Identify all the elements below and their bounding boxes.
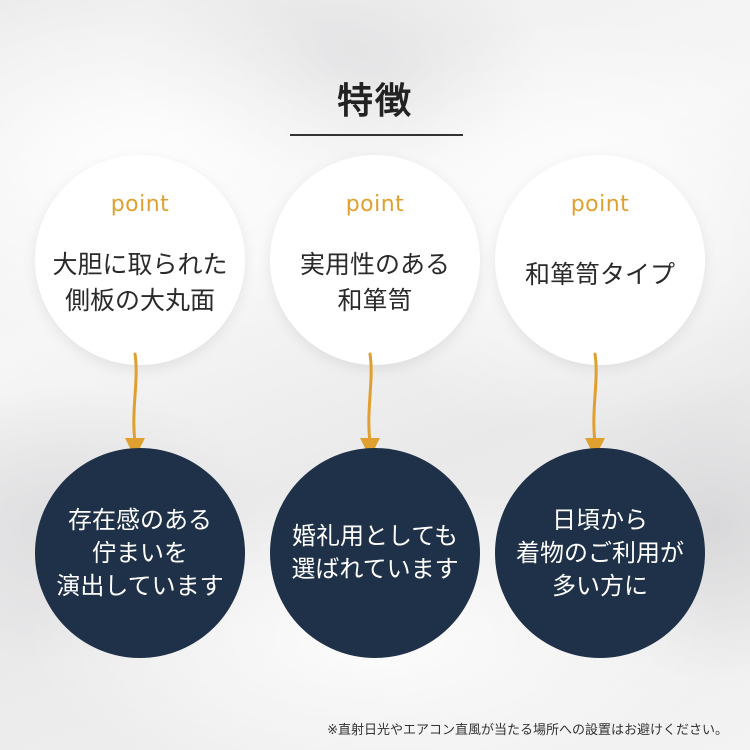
benefit-text: 存在感のある 佇まいを 演出しています (35, 504, 245, 603)
feature-line: 大胆に取られた (52, 250, 228, 279)
benefit-line: 着物のご利用が (516, 539, 684, 567)
feature-line: 側板の大丸面 (64, 286, 215, 315)
feature-text: 和箪笥タイプ (495, 257, 705, 293)
benefit-line: 佇まいを (92, 539, 188, 567)
benefit-line: 婚礼用としても (291, 522, 459, 550)
feature-column-3: point 和箪笥タイプ 日頃から 着物のご利用が 多い方に (495, 0, 705, 750)
feature-circle: point 和箪笥タイプ (495, 155, 705, 365)
benefit-circle: 日頃から 着物のご利用が 多い方に (495, 448, 705, 658)
benefit-line: 日頃から (552, 506, 648, 534)
feature-text: 実用性のある 和箪笥 (270, 247, 480, 319)
benefit-text: 日頃から 着物のご利用が 多い方に (495, 504, 705, 603)
feature-circle: point 実用性のある 和箪笥 (270, 155, 480, 365)
feature-line: 実用性のある (299, 250, 450, 279)
feature-line: 和箪笥 (337, 286, 413, 315)
feature-column-2: point 実用性のある 和箪笥 婚礼用としても 選ばれています (270, 0, 480, 750)
benefit-line: 選ばれています (291, 555, 459, 583)
footnote: ※直射日光やエアコン直風が当たる場所への設置はお避けください。 (327, 723, 728, 738)
feature-text: 大胆に取られた 側板の大丸面 (35, 247, 245, 319)
benefit-text: 婚礼用としても 選ばれています (270, 520, 480, 586)
point-label: point (110, 192, 170, 217)
title-underline (290, 134, 463, 136)
feature-circle: point 大胆に取られた 側板の大丸面 (35, 155, 245, 365)
feature-column-1: point 大胆に取られた 側板の大丸面 存在感のある 佇まいを 演出しています (35, 0, 245, 750)
benefit-line: 多い方に (552, 572, 648, 600)
page-title: 特徴 (336, 80, 413, 122)
benefit-circle: 婚礼用としても 選ばれています (270, 448, 480, 658)
benefit-circle: 存在感のある 佇まいを 演出しています (35, 448, 245, 658)
point-label: point (570, 192, 630, 217)
benefit-line: 存在感のある (68, 506, 212, 534)
feature-line: 和箪笥タイプ (524, 260, 675, 289)
benefit-line: 演出しています (56, 572, 224, 600)
point-label: point (345, 192, 405, 217)
